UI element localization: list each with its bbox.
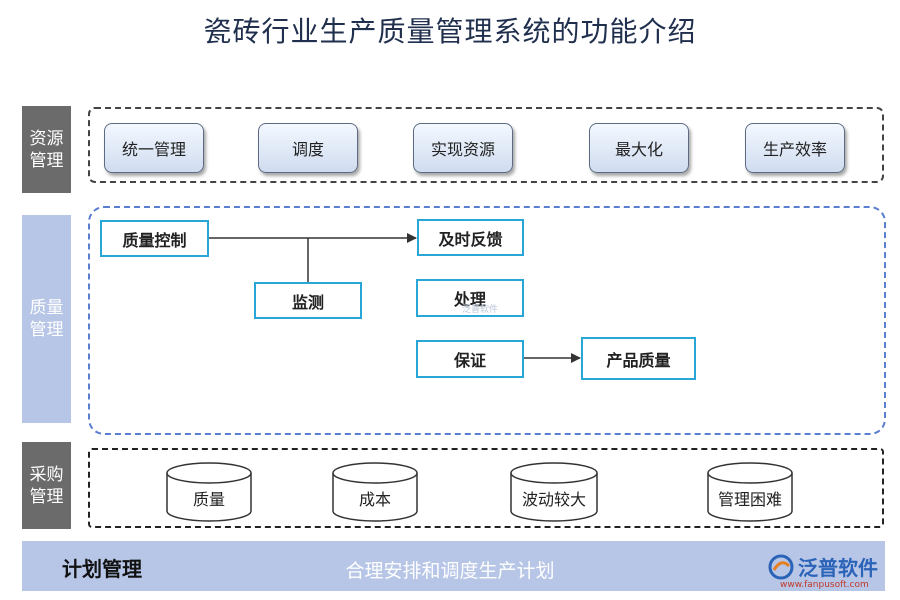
node-quality-control: 质量控制 xyxy=(100,220,209,257)
brand-logo: 泛普软件 xyxy=(768,552,878,581)
purchase-frame xyxy=(88,448,884,528)
cylinder-shape xyxy=(166,462,252,522)
section-label-resource: 资源 管理 xyxy=(22,106,71,193)
section-label-purchase: 采购 管理 xyxy=(22,442,71,529)
section-label-quality: 质量 管理 xyxy=(22,215,71,423)
node-monitor: 监测 xyxy=(254,282,362,319)
purchase-item: 波动较大 xyxy=(521,490,586,509)
node-product-quality: 产品质量 xyxy=(581,337,696,380)
plan-bar xyxy=(22,541,885,591)
page-title: 瓷砖行业生产质量管理系统的功能介绍 xyxy=(203,15,697,48)
cylinder-shape xyxy=(332,462,418,522)
plan-description: 合理安排和调度生产计划 xyxy=(345,560,555,582)
purchase-item: 成本 xyxy=(358,490,391,509)
resource-item: 调度 xyxy=(258,123,358,173)
brand-url: www.fanpusoft.com xyxy=(780,580,869,590)
plan-label: 计划管理 xyxy=(62,557,142,581)
node-process: 处理 xyxy=(416,279,524,317)
brand-mark-icon xyxy=(768,554,794,579)
quality-frame xyxy=(88,206,886,435)
resource-item: 最大化 xyxy=(589,123,689,173)
cylinder-shape xyxy=(510,462,598,522)
brand-name: 泛普软件 xyxy=(798,556,878,580)
resource-item: 统一管理 xyxy=(104,123,204,173)
resource-frame xyxy=(88,107,884,183)
purchase-item: 质量 xyxy=(192,490,225,509)
node-feedback: 及时反馈 xyxy=(417,219,524,256)
node-guarantee: 保证 xyxy=(416,340,524,378)
purchase-item: 管理困难 xyxy=(717,490,782,509)
cylinder-shape xyxy=(707,462,793,522)
resource-item: 生产效率 xyxy=(745,123,845,173)
watermark: 泛普软件 xyxy=(462,305,499,315)
resource-item: 实现资源 xyxy=(413,123,513,173)
